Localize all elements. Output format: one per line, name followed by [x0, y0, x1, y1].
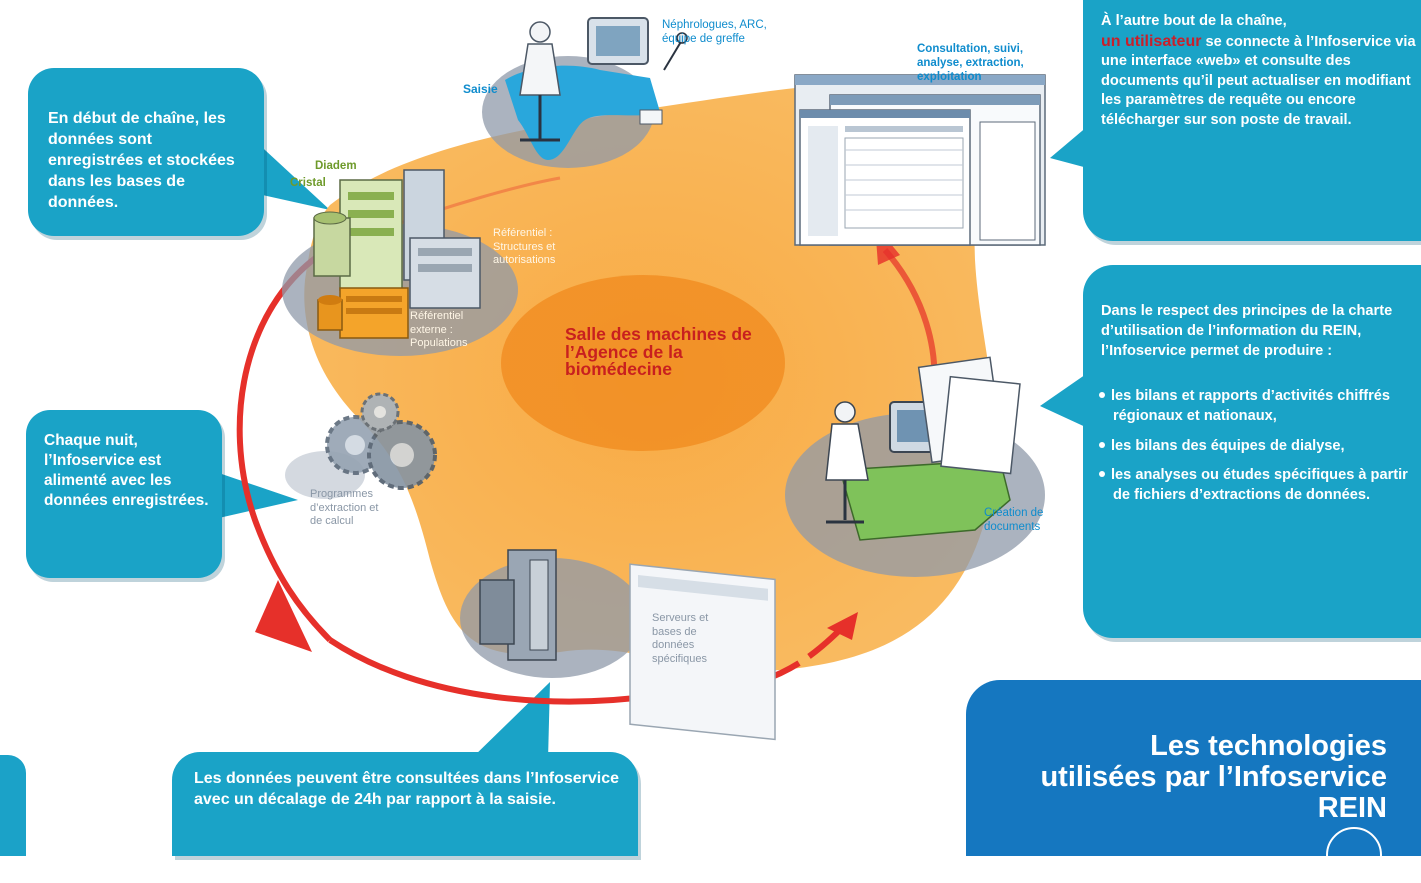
creation-workstation-illustration [825, 356, 1021, 541]
callout-debut-chaine-text: En début de chaîne, les données sont enr… [48, 110, 235, 211]
saisie-workstation-illustration [505, 17, 688, 160]
callout-decalage-text: Les données peuvent être consultées dans… [194, 770, 620, 808]
callout-utilisateur-text: À l’autre bout de la chaîne, un utilisate… [1101, 12, 1421, 130]
callout-debut-chaine: En début de chaîne, les données sont enr… [28, 68, 264, 236]
bullet-icon [1099, 471, 1105, 478]
callout-chaque-nuit: Chaque nuit, l’Infoservice est alimenté … [26, 410, 222, 578]
cycle-arrow-left [236, 245, 333, 643]
label-programmes: Programmes d’extraction et de calcul [310, 488, 379, 527]
technologies-title: Les technologies utilisées par l’Infoser… [1040, 730, 1387, 824]
callout-utilisateur: À l’autre bout de la chaîne, un utilisate… [1083, 0, 1421, 241]
label-nephrologues: Néphrologues, ARC, équipe de greffe [662, 19, 767, 45]
callout-utilisateur-accent: un utilisateur [1101, 32, 1202, 50]
gears-illustration [325, 392, 437, 490]
callout-chaque-nuit-text: Chaque nuit, l’Infoservice est alimenté … [44, 432, 209, 509]
label-cristal: Cristal [290, 177, 326, 189]
label-referentiel: Référentiel : Structures et autorisation… [493, 227, 556, 266]
label-salle-des-machines: Salle des machines de l’Agence de la bio… [565, 324, 752, 379]
callout-principes-list: les bilans et rapports d’activités chiff… [1099, 387, 1419, 516]
cycle-arrow-bottom-head [827, 612, 858, 640]
callout-utilisateur-line1: À l’autre bout de la chaîne, [1101, 13, 1287, 29]
diagram-canvas [210, 17, 1095, 760]
left-edge-tab [0, 755, 26, 856]
bullet-icon [1099, 441, 1105, 448]
bubble-tail-middle-left [210, 470, 298, 520]
callout-decalage: Les données peuvent être consultées dans… [172, 752, 638, 856]
bullet-icon [1099, 392, 1105, 398]
callout-principes-intro: Dans le respect des principes de la char… [1101, 303, 1393, 359]
consultation-screens-illustration [794, 74, 1046, 246]
next-arrow-icon[interactable] [1326, 827, 1382, 883]
callout-utilisateur-rest: se connecte à l’Infoservice via une inte… [1101, 33, 1416, 128]
technologies-box: Les technologies utilisées par l’Infoser… [966, 680, 1421, 883]
label-serveurs: Serveurs et bases de données spécifiques [652, 612, 709, 665]
bubble-tail-middle-right [1040, 370, 1092, 430]
callout-principes: Dans le respect des principes de la char… [1083, 265, 1421, 638]
list-item: les bilans des équipes de dialyse, [1099, 437, 1419, 457]
cycle-arrow-left-head [255, 580, 312, 652]
list-item-text: les bilans des équipes de dialyse, [1111, 437, 1345, 454]
list-item: les bilans et rapports d’activités chiff… [1099, 387, 1419, 427]
list-item-text: les bilans et rapports d’activités chiff… [1111, 388, 1390, 424]
list-item: les analyses ou études spécifiques à par… [1099, 466, 1419, 506]
label-creation: Création de documents [984, 507, 1044, 533]
machine-room-center [501, 275, 785, 451]
label-referentiel-externe: Référentiel externe : Populations [410, 310, 468, 349]
list-item-text: les analyses ou études spécifiques à par… [1111, 467, 1408, 504]
label-saisie: Saisie [463, 82, 498, 96]
server-illustration [479, 549, 776, 741]
label-consultation: Consultation, suivi, analyse, extraction… [917, 43, 1024, 83]
label-diadem: Diadem [315, 160, 357, 172]
database-servers-illustration [313, 169, 481, 339]
